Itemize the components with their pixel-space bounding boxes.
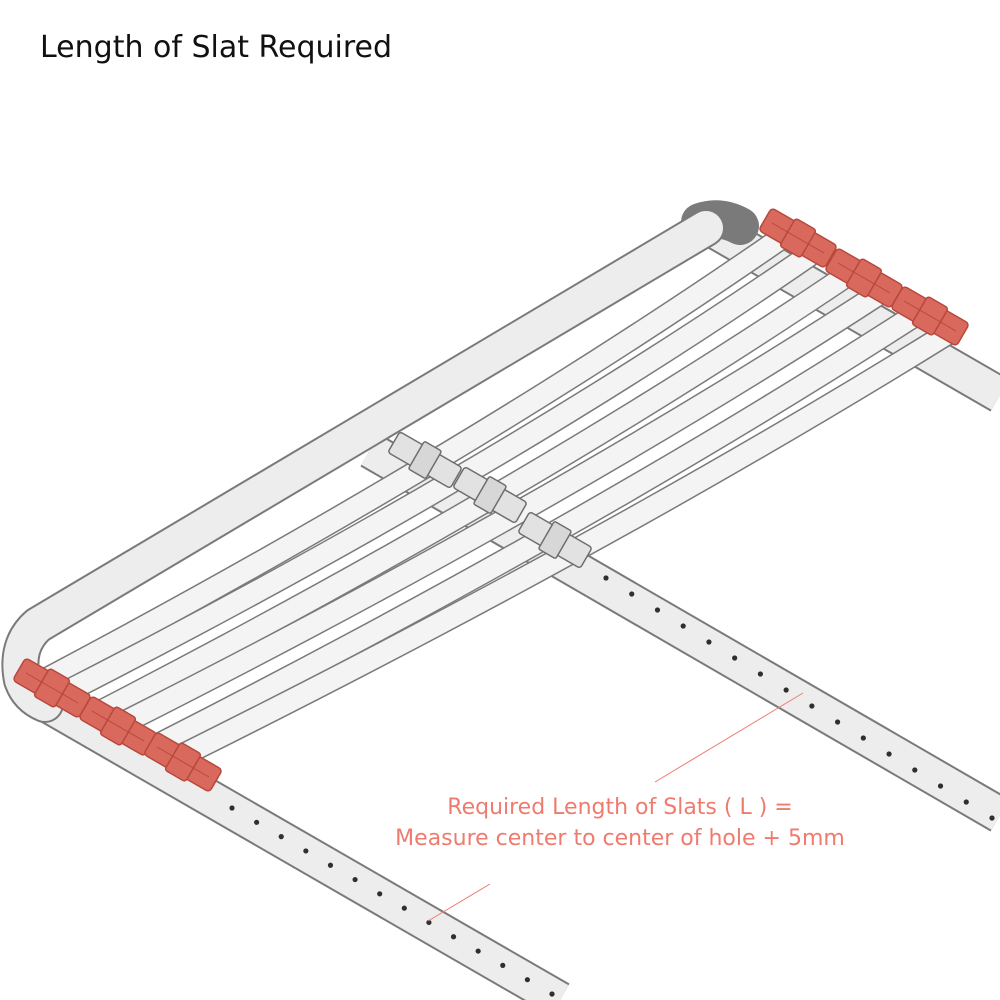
leader-line-lower	[427, 883, 491, 922]
rail-hole	[327, 862, 334, 868]
slat-holder-icon	[388, 431, 462, 489]
rail-hole	[603, 575, 609, 581]
annotation-line-1: Required Length of Slats ( L ) =	[447, 795, 793, 820]
slat-end-cap-icon	[891, 286, 969, 346]
rail-hole	[835, 719, 841, 725]
rail-hole	[426, 919, 432, 926]
rail-hole	[377, 891, 383, 897]
rail-hole	[654, 607, 661, 613]
rail-hole	[303, 848, 309, 854]
rail-hole	[450, 934, 457, 940]
annotation-line-2: Measure center to center of hole + 5mm	[395, 826, 845, 851]
rail-hole	[757, 671, 764, 677]
rail-hole	[524, 977, 530, 983]
slat-holder-icon	[453, 466, 527, 524]
rail-hole	[732, 655, 738, 661]
rail-hole	[937, 783, 944, 789]
page-title: Length of Slat Required	[40, 30, 393, 65]
end-caps	[13, 208, 969, 792]
rail-holes	[229, 575, 995, 997]
rail-hole	[886, 751, 892, 757]
slat-end-cap-icon	[759, 208, 837, 268]
rail-hole	[680, 623, 686, 629]
leader-line-upper	[654, 692, 804, 783]
frame-bottom-rail	[30, 683, 570, 1000]
rail-hole	[783, 687, 789, 693]
slat	[120, 281, 891, 732]
rail-hole	[278, 834, 284, 840]
rail-hole	[401, 905, 407, 911]
annotation-leaders	[427, 692, 804, 922]
center-holders	[388, 431, 592, 569]
rail-hole	[549, 991, 555, 997]
rail-hole	[352, 876, 358, 883]
rail-hole	[706, 639, 712, 645]
slat-holder-icon	[518, 511, 592, 569]
rail-hole	[229, 805, 235, 811]
slat	[40, 223, 797, 690]
rail-hole	[500, 962, 506, 968]
rail-hole	[860, 735, 866, 741]
slat	[180, 323, 956, 764]
slat-end-cap-icon	[144, 732, 222, 792]
slat-end-cap-icon	[825, 248, 903, 308]
rail-hole	[809, 703, 815, 709]
slats	[39, 222, 957, 765]
slat-length-annotation: Required Length of Slats ( L ) = Measure…	[330, 792, 910, 854]
rail-hole	[475, 948, 481, 954]
rail-hole	[912, 767, 918, 773]
rail-hole	[989, 815, 995, 821]
rail-hole	[963, 799, 969, 805]
rail-hole	[629, 591, 635, 597]
rail-hole	[254, 819, 260, 825]
slat	[65, 239, 826, 700]
